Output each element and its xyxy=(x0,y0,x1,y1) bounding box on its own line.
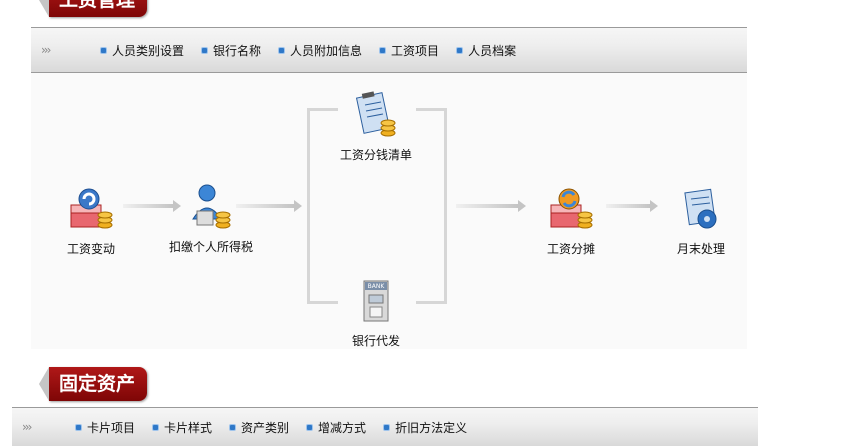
flow-node-month-end[interactable]: 月末处理 xyxy=(663,185,739,257)
flow-node-bank-payment[interactable]: BANK 银行代发 xyxy=(336,277,416,349)
bullet-icon xyxy=(457,47,463,53)
bank-atm-icon: BANK xyxy=(363,280,389,322)
flow-node-salary-split-list[interactable]: 工资分钱清单 xyxy=(336,91,416,163)
bullet-icon xyxy=(279,47,285,53)
nav-change-method[interactable]: 增减方式 xyxy=(307,419,366,436)
nav-asset-category[interactable]: 资产类别 xyxy=(230,419,289,436)
nav-depreciation-method[interactable]: 折旧方法定义 xyxy=(384,419,467,436)
bullet-icon xyxy=(153,424,159,430)
flow-node-income-tax[interactable]: 扣缴个人所得税 xyxy=(161,183,261,255)
bullet-icon xyxy=(230,424,236,430)
clipboard-list-icon xyxy=(355,91,396,137)
salary-section-title: 工资管理 xyxy=(39,0,148,17)
nav-salary-items[interactable]: 工资项目 xyxy=(380,42,439,59)
tab-fold-shape xyxy=(39,0,49,17)
tab-fold-shape xyxy=(39,367,49,401)
salary-nav-bar: ››› 人员类别设置 银行名称 人员附加信息 工资项目 人员档案 xyxy=(31,27,747,73)
salary-section-title-text: 工资管理 xyxy=(59,0,136,11)
salary-flow-panel: 工资变动 扣缴个人所得税 工资分钱清单 xyxy=(31,73,747,349)
salary-change-icon xyxy=(70,188,113,229)
flow-node-label: 工资分钱清单 xyxy=(339,148,412,162)
svg-text:BANK: BANK xyxy=(368,283,386,290)
bullet-icon xyxy=(380,47,386,53)
flow-arrow xyxy=(606,200,658,212)
assets-section-title-text: 固定资产 xyxy=(59,373,136,395)
flow-bracket-right xyxy=(416,108,447,304)
bullet-icon xyxy=(101,47,106,53)
flow-node-salary-change[interactable]: 工资变动 xyxy=(53,185,129,257)
assets-nav-bar: ››› 卡片项目 卡片样式 资产类别 增减方式 折旧方法定义 xyxy=(12,407,758,446)
chevrons-icon: ››› xyxy=(22,420,32,434)
flow-arrow xyxy=(236,200,302,212)
flow-bracket-left xyxy=(307,108,338,304)
flow-node-label: 工资变动 xyxy=(66,242,115,256)
flow-node-label: 扣缴个人所得税 xyxy=(168,240,253,254)
nav-person-records[interactable]: 人员档案 xyxy=(457,42,516,59)
bullet-icon xyxy=(202,47,208,53)
bullet-icon xyxy=(384,424,390,430)
flow-node-salary-allocation[interactable]: 工资分摊 xyxy=(531,185,611,257)
flow-node-label: 银行代发 xyxy=(351,334,400,348)
calendar-gear-icon xyxy=(684,188,717,229)
flow-node-label: 工资分摊 xyxy=(546,242,595,256)
salary-allocation-icon xyxy=(550,188,593,229)
nav-person-category[interactable]: 人员类别设置 xyxy=(101,42,184,59)
nav-bank-name[interactable]: 银行名称 xyxy=(202,42,261,59)
person-tax-icon xyxy=(192,184,231,229)
bullet-icon xyxy=(76,424,81,430)
nav-card-styles[interactable]: 卡片样式 xyxy=(153,419,212,436)
flow-arrow xyxy=(456,200,526,212)
flow-arrow xyxy=(123,200,181,212)
nav-person-extra-info[interactable]: 人员附加信息 xyxy=(279,42,362,59)
flow-node-label: 月末处理 xyxy=(676,242,725,256)
bullet-icon xyxy=(307,424,313,430)
nav-card-items[interactable]: 卡片项目 xyxy=(76,419,135,436)
assets-section-title: 固定资产 xyxy=(39,367,148,401)
chevrons-icon: ››› xyxy=(41,43,51,57)
